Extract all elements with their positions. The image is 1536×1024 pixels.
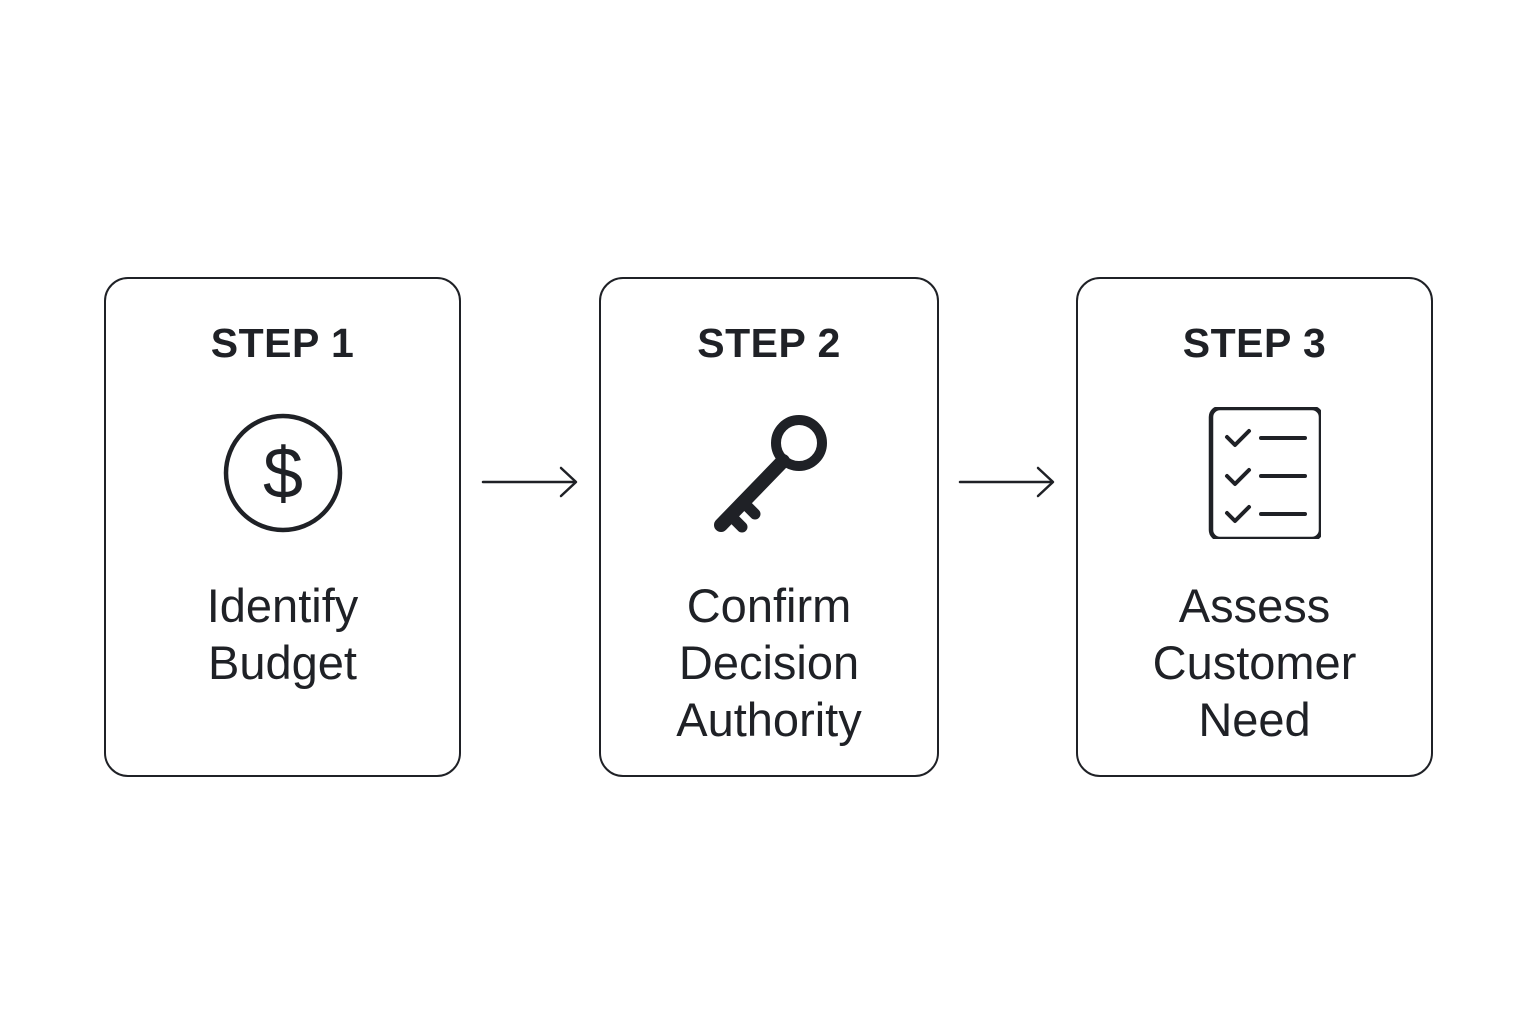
step-title: STEP 1 — [210, 320, 355, 366]
dollar-coin-icon: $ — [217, 407, 349, 539]
step-card-3: STEP 3 Assess Customer Need — [1076, 277, 1433, 777]
step-label-line: Customer — [1152, 636, 1357, 689]
arrow-right-icon — [481, 462, 581, 502]
step-card-1: STEP 1 $ Identify Budget — [104, 277, 461, 777]
step-label: Confirm Decision Authority — [601, 577, 937, 748]
step-label-line: Need — [1198, 693, 1311, 746]
step-title: STEP 2 — [697, 320, 841, 366]
step-label-line: Budget — [208, 636, 357, 689]
key-icon — [703, 407, 835, 539]
step-label-line: Confirm — [686, 579, 852, 632]
step-label: Identify Budget — [106, 577, 459, 691]
step-title: STEP 3 — [1182, 320, 1327, 366]
step-card-2: STEP 2 Confirm Decision Authority — [599, 277, 939, 777]
step-label-line: Decision — [678, 636, 860, 689]
arrow-right-icon — [958, 462, 1058, 502]
step-label: Assess Customer Need — [1078, 577, 1431, 748]
step-label-line: Assess — [1178, 579, 1331, 632]
step-label-line: Authority — [676, 693, 862, 746]
checklist-icon — [1189, 407, 1321, 539]
step-label-line: Identify — [206, 579, 359, 632]
dollar-sign: $ — [262, 434, 302, 514]
